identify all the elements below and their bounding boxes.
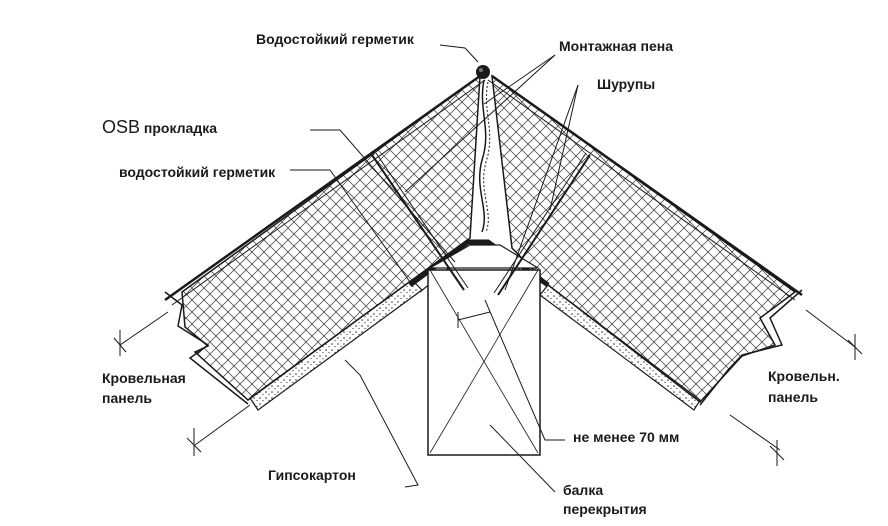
label-drywall: Гипсокартон [268, 467, 356, 483]
label-foam: Монтажная пена [559, 38, 674, 54]
label-osb-suffix: прокладка [140, 120, 218, 136]
label-panel-left-2: панель [102, 390, 152, 406]
dimension-lines [113, 309, 863, 466]
label-panel-left-1: Кровельная [102, 370, 186, 386]
label-sealant-left: водостойкий герметик [119, 164, 276, 180]
left-roof-panel [164, 74, 486, 411]
label-osb-pad: OSB прокладка [102, 118, 217, 137]
label-panel-right-2: панель [768, 389, 818, 405]
label-min-width: не менее 70 мм [573, 429, 680, 445]
sealant-bead [476, 65, 490, 79]
label-beam-2: перекрытия [563, 501, 647, 517]
right-roof-panel [487, 74, 803, 411]
right-panel-top-skin [491, 74, 803, 297]
label-beam-1: балка [563, 482, 604, 498]
left-break-mark [164, 291, 249, 405]
screws [371, 152, 591, 296]
floor-beam [427, 244, 541, 456]
left-panel-top-skin [164, 74, 481, 302]
leader-lines [290, 44, 579, 493]
ridge-foam [478, 79, 491, 233]
label-panel-right-1: Кровельн. [768, 368, 840, 384]
label-screws: Шурупы [597, 76, 656, 92]
label-sealant-top: Водостойкий герметик [256, 31, 414, 47]
right-drywall [539, 284, 701, 411]
right-break-mark [699, 289, 803, 406]
label-osb-prefix: OSB [102, 117, 141, 137]
